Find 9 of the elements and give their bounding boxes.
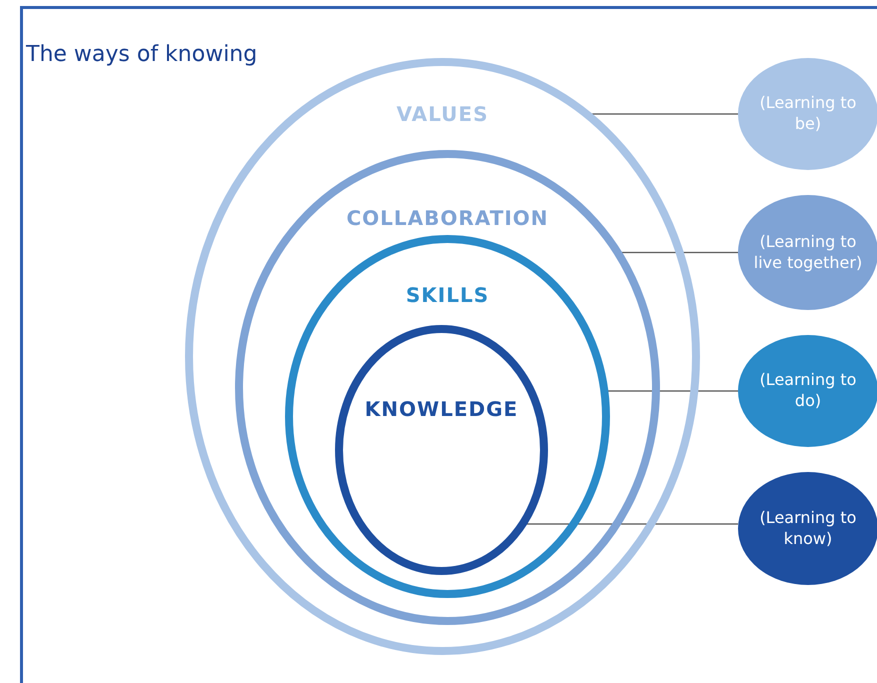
diagram-title: The ways of knowing — [26, 42, 258, 67]
learning-oval: (Learning to live together) — [738, 195, 877, 310]
ring-label: SKILLS — [404, 283, 490, 307]
learning-oval: (Learning to be) — [738, 58, 877, 170]
ring-label: KNOWLEDGE — [364, 397, 520, 421]
learning-oval: (Learning to do) — [738, 335, 877, 447]
ring-label: VALUES — [396, 102, 490, 126]
ring-label: COLLABORATION — [345, 206, 550, 230]
learning-oval: (Learning to know) — [738, 472, 877, 585]
